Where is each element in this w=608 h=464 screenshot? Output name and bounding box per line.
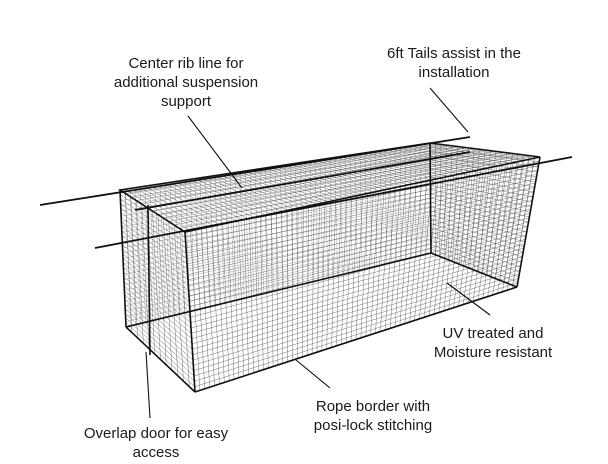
center-rib-line	[134, 151, 471, 211]
rope-border-bottom-edge	[194, 286, 518, 393]
tail-line-top	[39, 136, 471, 206]
uv-callout: UV treated and Moisture resistant	[416, 324, 570, 362]
overlap-door-leader	[145, 351, 151, 419]
net-mesh	[119, 142, 541, 393]
tails-callout: 6ft Tails assist in the installation	[357, 44, 551, 82]
overlap-door-line-1: Overlap door for easy	[83, 425, 229, 442]
center-rib-line-2: additional suspension	[113, 74, 259, 91]
overlap-door-edge	[147, 204, 151, 356]
overlap-door-line-2: access	[132, 444, 180, 461]
center-rib-leader	[187, 115, 243, 189]
uv-line-1: UV treated and	[442, 325, 544, 342]
right-bottom-edge	[430, 252, 518, 288]
overlap-door-callout: Overlap door for easy access	[68, 424, 244, 462]
tails-line-1: 6ft Tails assist in the	[387, 45, 521, 62]
center-rib-line-1: Center rib line for	[128, 55, 244, 72]
leader-lines	[145, 87, 491, 419]
front-right-edge	[516, 156, 541, 288]
center-rib-line-3: support	[160, 93, 212, 110]
tails-leader	[429, 87, 469, 133]
rope-border-line-1: Rope border with	[315, 398, 431, 415]
back-right-edge	[429, 142, 432, 254]
suspension-lines	[39, 136, 573, 249]
back-bottom-edge	[125, 252, 432, 328]
center-rib-callout: Center rib line for additional suspensio…	[94, 54, 278, 111]
rope-border-callout: Rope border with posi-lock stitching	[296, 397, 450, 435]
tails-line-2: installation	[418, 64, 490, 81]
tail-line-bottom	[94, 156, 573, 249]
rope-border-line-2: posi-lock stitching	[313, 417, 433, 434]
back-left-edge	[119, 189, 127, 328]
uv-leader	[446, 282, 491, 316]
uv-line-2: Moisture resistant	[433, 344, 553, 361]
rope-border-leader	[295, 359, 331, 389]
cage-frame-outline	[117, 142, 541, 393]
bottom-left-edge	[125, 326, 196, 393]
